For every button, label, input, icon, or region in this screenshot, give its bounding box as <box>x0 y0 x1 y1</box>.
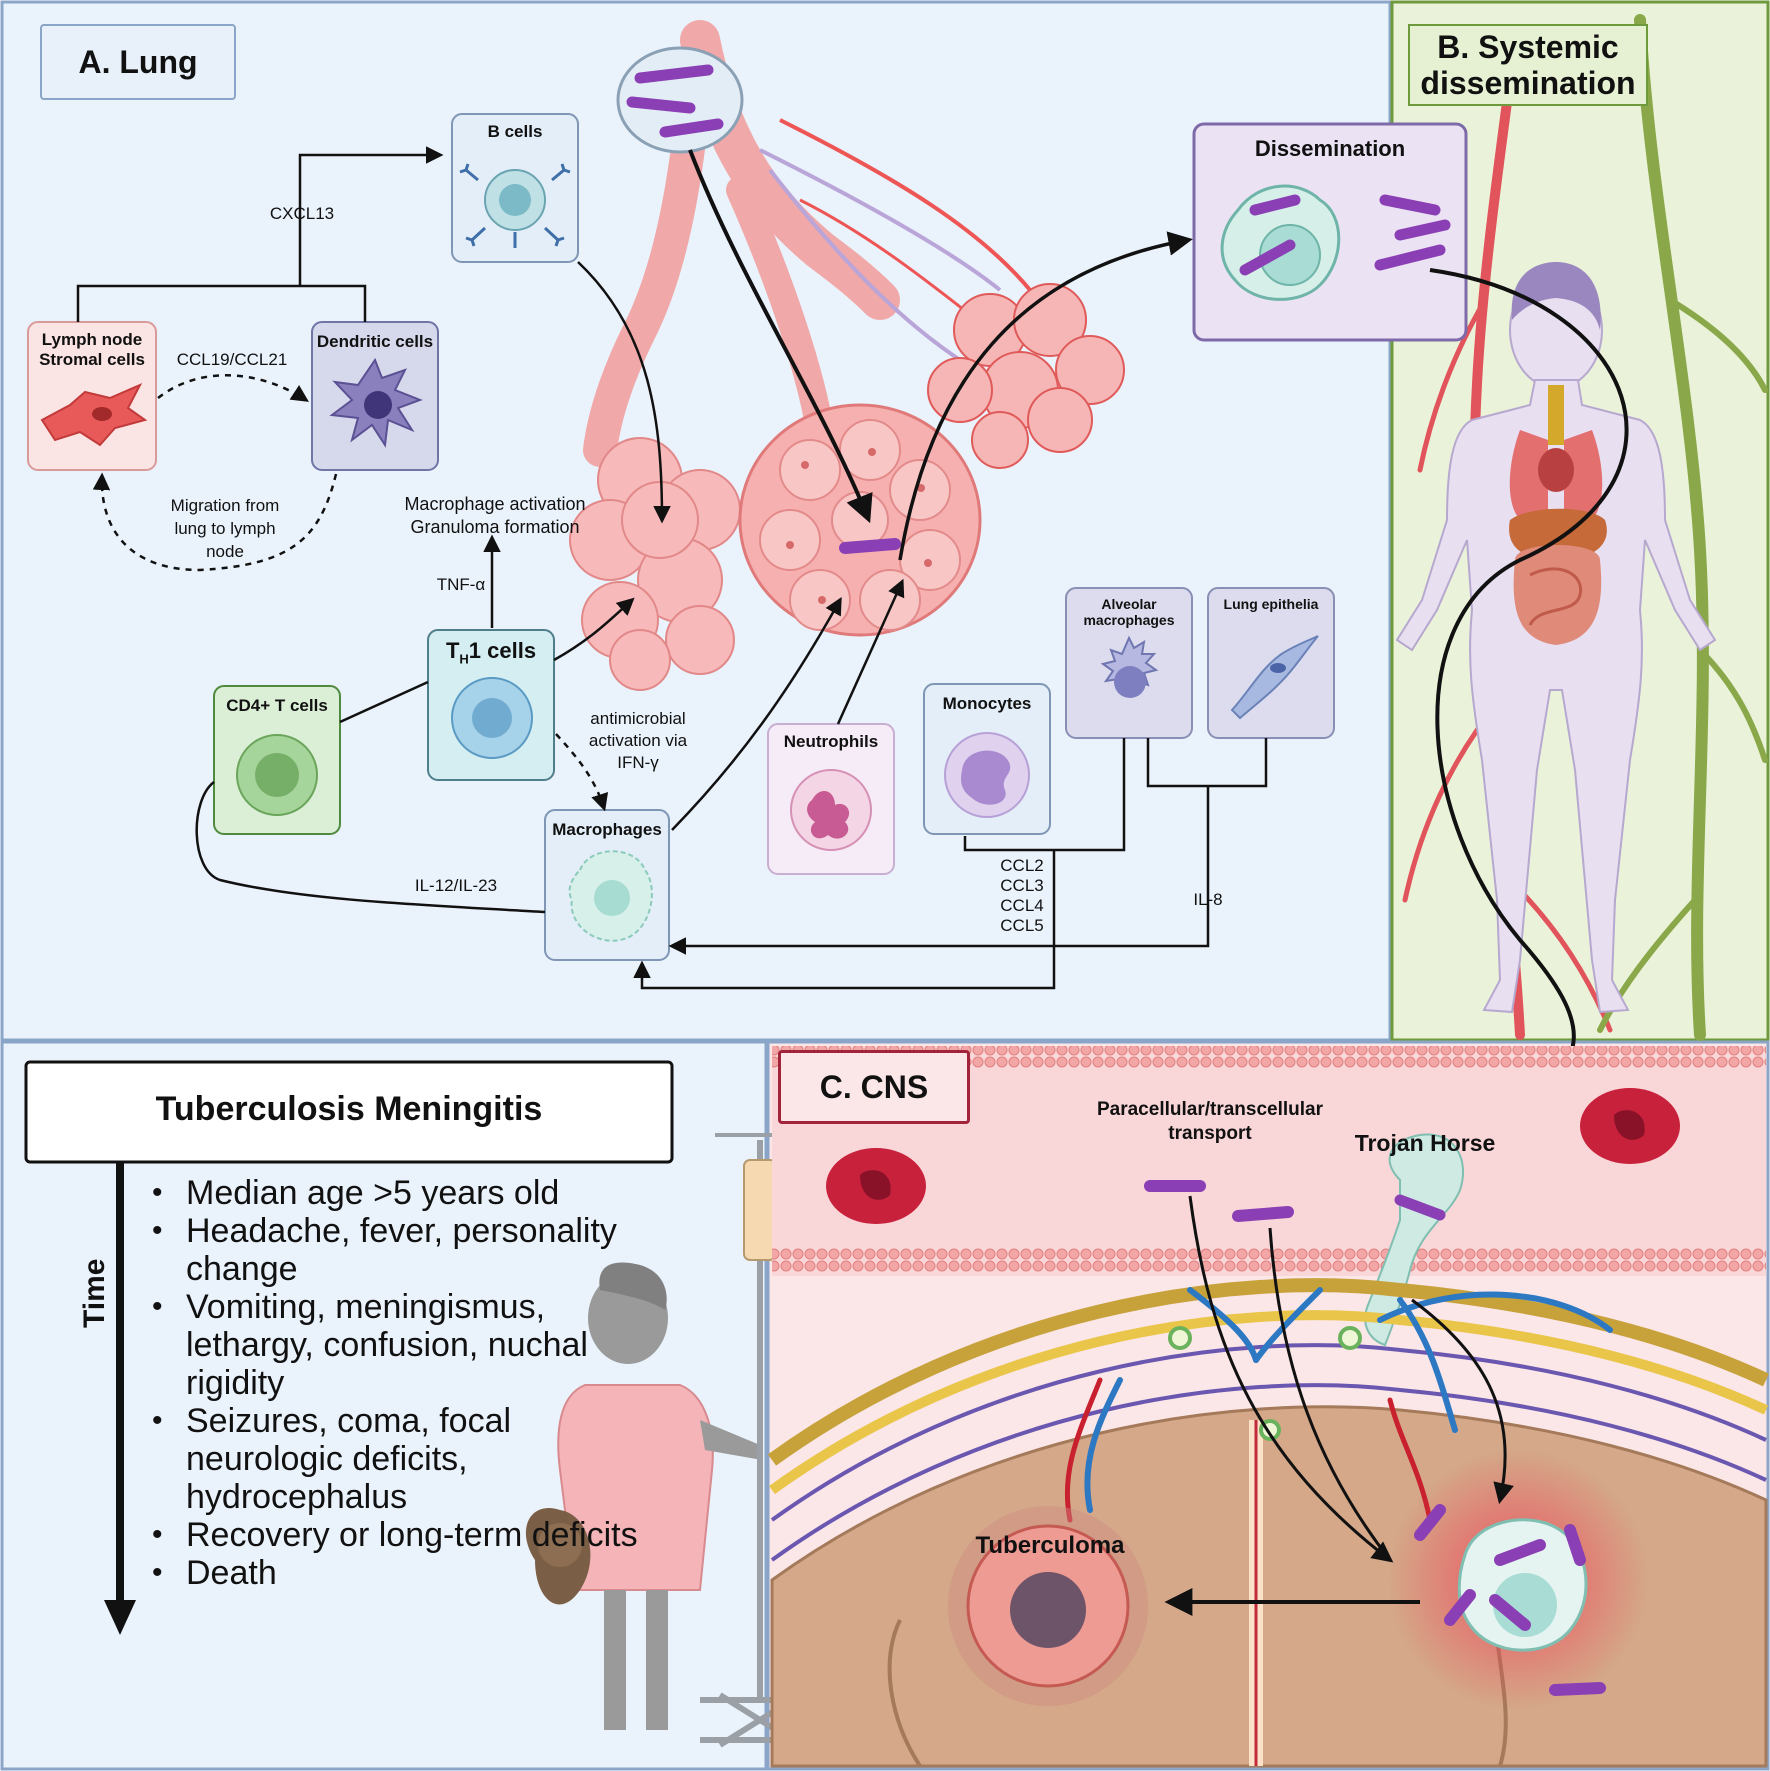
alveolar-sac-cut <box>738 403 982 637</box>
cxcl13-label: CXCL13 <box>269 204 335 223</box>
arrow-to-dissemination <box>898 231 1193 561</box>
lymph-node-box <box>27 321 157 471</box>
cns-graphics <box>767 1046 1769 1768</box>
alveolar-macrophages-box <box>1065 587 1193 739</box>
tuberculoma-label: Tuberculoma <box>975 1532 1125 1559</box>
panel-title-lung: A. Lung <box>40 24 236 100</box>
symptom-item: Recovery or long-term deficits <box>142 1516 662 1554</box>
symptom-item: Death <box>142 1554 662 1592</box>
tnf-alpha-label: TNF-α <box>436 575 486 594</box>
human-body <box>1395 262 1717 1014</box>
monocytes-box <box>923 683 1051 835</box>
meningitis-title: Tuberculosis Meningitis <box>155 1090 543 1128</box>
macrophages-box <box>544 809 670 961</box>
lung-epithelia-label: Lung epithelia <box>1223 596 1319 612</box>
neutrophils-box <box>767 723 895 875</box>
dissemination-label: Dissemination <box>1254 136 1406 161</box>
lung-epithelia-box <box>1207 587 1335 739</box>
time-axis-label: Time <box>77 1258 111 1328</box>
alveolar-sac-capillary <box>927 283 1125 469</box>
macrophages-label: Macrophages <box>552 820 662 839</box>
cd4-cells-box <box>213 685 341 835</box>
ccl-list-label: CCL2 CCL3 CCL4 CCL5 <box>1000 856 1044 935</box>
granuloma-formation-label: Granuloma formation <box>410 517 580 537</box>
antimicrobial-label: antimicrobial activation via IFN-γ <box>588 709 688 772</box>
panel-title-cns: C. CNS <box>778 1050 970 1124</box>
arrow-to-cns <box>1429 268 1629 1104</box>
panel-title-systemic: B. Systemic dissemination <box>1408 24 1648 106</box>
lymph-node-label: Lymph node Stromal cells <box>39 330 145 369</box>
alveolar-macrophages-label: Alveolar macrophages <box>1083 596 1175 629</box>
symptom-list: Median age >5 years old Headache, fever,… <box>142 1174 662 1592</box>
dissemination-box <box>1192 122 1468 342</box>
migration-label: Migration from lung to lymph node <box>170 496 280 561</box>
th1-cells-box <box>427 629 555 781</box>
lung-connectors <box>76 146 1268 990</box>
dendritic-cells-box <box>311 321 439 471</box>
th1-t: T <box>445 638 460 663</box>
ccl19-ccl21-label: CCL19/CCL21 <box>176 350 288 369</box>
th1-cells-label: TH1 cells <box>428 638 554 667</box>
th1-rest: 1 cells <box>468 638 537 663</box>
symptom-item: Vomiting, meningismus, lethargy, confusi… <box>142 1288 662 1402</box>
neutrophils-label: Neutrophils <box>783 732 879 751</box>
cd4-cells-label: CD4+ T cells <box>226 696 328 715</box>
monocytes-label: Monocytes <box>942 694 1032 713</box>
b-cells-box <box>451 113 579 263</box>
il8-label: IL-8 <box>1193 890 1223 909</box>
il12-il23-label: IL-12/IL-23 <box>414 876 498 895</box>
macrophage-activation-label: Macrophage activation <box>404 494 586 514</box>
symptom-item: Median age >5 years old <box>142 1174 662 1212</box>
transport-label: Paracellular/transcellular transport <box>1096 1099 1323 1144</box>
dendritic-cells-label: Dendritic cells <box>316 332 434 351</box>
th1-h: H <box>459 651 469 667</box>
symptom-item: Seizures, coma, focal neurologic deficit… <box>142 1402 662 1516</box>
trojan-horse-label: Trojan Horse <box>1354 1130 1496 1156</box>
symptom-item: Headache, fever, personality change <box>142 1212 662 1288</box>
b-cells-label: B cells <box>487 122 543 141</box>
bacteria-bubble <box>616 46 901 554</box>
